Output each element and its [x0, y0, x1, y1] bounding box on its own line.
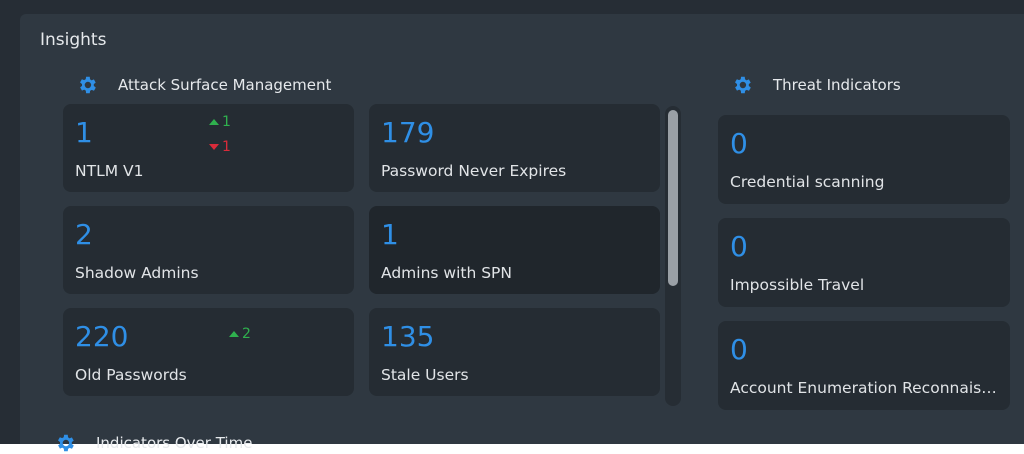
threat-indicators-heading: Threat Indicators [731, 74, 901, 96]
delta-down: 1 [209, 139, 231, 155]
arrow-up-icon [229, 331, 239, 337]
gear-icon[interactable] [54, 432, 76, 454]
metric-card-password-never-expires[interactable]: 179 Password Never Expires [369, 104, 660, 192]
metric-card-shadow-admins[interactable]: 2 Shadow Admins [63, 206, 354, 294]
metric-value: 135 [381, 320, 435, 353]
metric-card-admins-with-spn[interactable]: 1 Admins with SPN [369, 206, 660, 294]
metric-card-stale-users[interactable]: 135 Stale Users [369, 308, 660, 396]
indicators-over-time-heading: Indicators Over Time [54, 432, 252, 454]
section-title: Attack Surface Management [118, 76, 332, 94]
metric-label: Account Enumeration Reconnaissance [730, 379, 1000, 397]
attack-surface-heading: Attack Surface Management [76, 74, 331, 96]
delta-up: 2 [229, 326, 251, 342]
delta-up: 1 [209, 114, 231, 130]
section-title: Threat Indicators [773, 76, 901, 94]
insights-panel: Insights Attack Surface Management 1 1 1… [20, 14, 1024, 452]
page-title: Insights [40, 30, 107, 50]
threat-card-impossible-travel[interactable]: 0 Impossible Travel [718, 218, 1010, 307]
delta-down-value: 1 [222, 139, 231, 155]
delta-up-value: 1 [222, 114, 231, 130]
metric-label: Old Passwords [75, 366, 187, 384]
gear-icon[interactable] [731, 74, 753, 96]
metric-value: 220 [75, 320, 129, 353]
threat-card-credential-scanning[interactable]: 0 Credential scanning [718, 115, 1010, 204]
metric-label: Stale Users [381, 366, 469, 384]
metric-label: Shadow Admins [75, 264, 199, 282]
metric-label: Impossible Travel [730, 276, 865, 294]
metric-label: Password Never Expires [381, 162, 567, 180]
scrollbar[interactable] [665, 106, 681, 406]
metric-value: 1 [75, 116, 93, 149]
metric-label: Admins with SPN [381, 264, 512, 282]
metric-label: Credential scanning [730, 173, 885, 191]
scrollbar-thumb[interactable] [668, 110, 678, 286]
metric-value: 0 [730, 127, 748, 160]
gear-icon[interactable] [76, 74, 98, 96]
metric-card-old-passwords[interactable]: 220 2 Old Passwords [63, 308, 354, 396]
threat-card-account-enumeration[interactable]: 0 Account Enumeration Reconnaissance [718, 321, 1010, 410]
section-title: Indicators Over Time [96, 434, 253, 452]
metric-label: NTLM V1 [75, 162, 144, 180]
metric-value: 0 [730, 230, 748, 263]
arrow-down-icon [209, 144, 219, 150]
metric-value: 2 [75, 218, 93, 251]
metric-value: 1 [381, 218, 399, 251]
arrow-up-icon [209, 119, 219, 125]
metric-card-ntlm-v1[interactable]: 1 1 1 NTLM V1 [63, 104, 354, 192]
metric-value: 0 [730, 333, 748, 366]
delta-up-value: 2 [242, 326, 251, 342]
metric-value: 179 [381, 116, 435, 149]
